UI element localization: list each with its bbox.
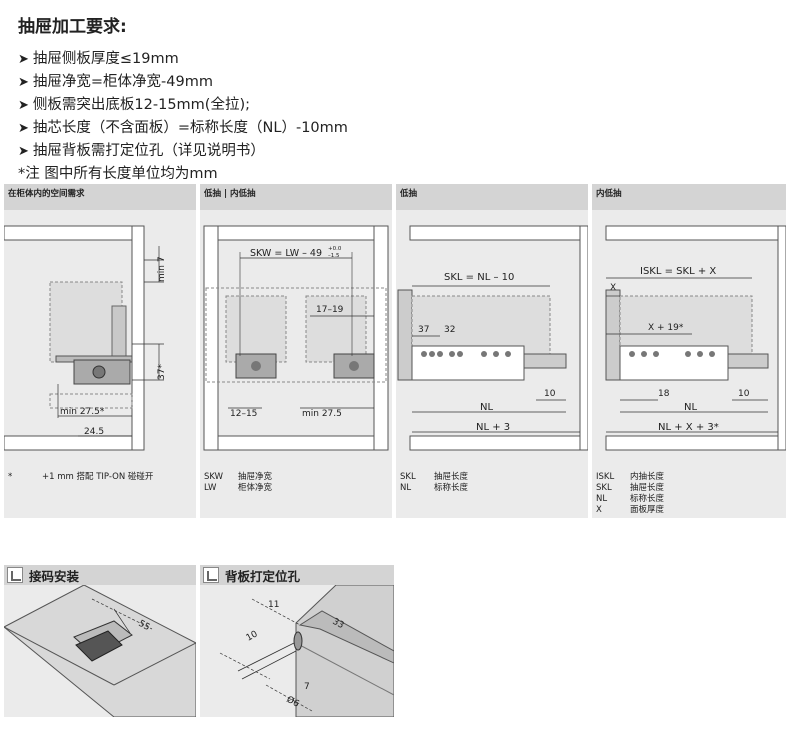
panel-inner-low-drawer: 内低抽 ISKL = SKL + X X X + 19* 18 10 NL NL… xyxy=(592,184,786,518)
dim-33: 33 xyxy=(331,617,346,631)
section-title-back-panel-holes: 背板打定位孔 xyxy=(200,565,394,585)
dim-skl: SKL = NL – 10 xyxy=(444,272,514,283)
dim-11: 11 xyxy=(268,600,279,610)
dim-x19: X + 19* xyxy=(648,323,684,333)
requirement-text: 侧板需突出底板12-15mm(全拉); xyxy=(32,97,250,113)
section-title-bracket-install: 接码安装 xyxy=(4,565,196,585)
dim-min275: min 27.5 xyxy=(302,409,342,419)
requirements-title: 抽屉加工要求: xyxy=(18,17,127,37)
panel-legend: *+1 mm 搭配 TIP-ON 碰碰开 xyxy=(8,472,154,482)
requirements-list: ➤抽屉侧板厚度≤19mm ➤抽屉净宽=柜体净宽-49mm ➤侧板需突出底板12-… xyxy=(18,48,348,186)
dim-1215: 12–15 xyxy=(230,409,257,419)
dim-10: 10 xyxy=(738,389,750,399)
dim-nl3: NL + 3 xyxy=(476,422,510,433)
dim-37: 37 xyxy=(418,325,429,335)
dim-iskl: ISKL = SKL + X xyxy=(640,266,716,277)
dim-245: 24.5 xyxy=(84,427,104,437)
arrow-icon: ➤ xyxy=(18,52,29,67)
dim-tol-plus: +0.0 xyxy=(328,246,342,252)
dim-10: 10 xyxy=(544,389,556,399)
dim-7: 7 xyxy=(304,682,310,692)
back-panel-holes-diagram: 11 10 33 7 Ø6 xyxy=(219,585,394,717)
dim-nl: NL xyxy=(480,402,493,413)
low-drawer-length-diagram: SKL = NL – 10 37 32 10 NL NL + 3 xyxy=(397,225,588,451)
dim-min275: min 27.5* xyxy=(60,407,105,417)
requirement-text: 抽屉背板需打定位孔（详见说明书） xyxy=(32,143,265,159)
arrow-icon: ➤ xyxy=(18,144,29,159)
dim-55: 55 xyxy=(137,619,152,633)
requirement-item: ➤抽屉净宽=柜体净宽-49mm xyxy=(18,71,348,94)
section-icon xyxy=(203,567,219,583)
requirement-item: ➤抽屉侧板厚度≤19mm xyxy=(18,48,348,71)
dim-tol-minus: –1.5 xyxy=(328,253,340,259)
dim-1719: 17–19 xyxy=(316,305,344,315)
panel-cabinet-space: 在柜体内的空间需求 min 7 37* min 27.5* 24.5 *+1 m… xyxy=(4,184,196,518)
panel-title: 内低抽 xyxy=(592,184,786,210)
panel-title: 在柜体内的空间需求 xyxy=(4,184,196,210)
panel-bracket-install: 55 xyxy=(4,585,196,717)
dim-x: X xyxy=(610,283,616,293)
dim-nlx3: NL + X + 3* xyxy=(658,422,719,433)
low-drawer-width-diagram: SKW = LW – 49 +0.0 –1.5 17–19 12–15 min … xyxy=(203,225,389,451)
requirement-text: 抽屉净宽=柜体净宽-49mm xyxy=(32,74,213,90)
dim-6: Ø6 xyxy=(285,694,302,710)
dim-32: 32 xyxy=(444,325,455,335)
requirement-item: ➤抽芯长度（不含面板）=标称长度（NL）-10mm xyxy=(18,117,348,140)
arrow-icon: ➤ xyxy=(18,121,29,136)
panel-low-drawer-width: 低抽 | 内低抽 SKW = LW – 49 +0.0 –1.5 17–19 1… xyxy=(200,184,392,518)
arrow-icon: ➤ xyxy=(18,75,29,90)
dim-18: 18 xyxy=(658,389,670,399)
arrow-icon: ➤ xyxy=(18,98,29,113)
panel-title: 低抽 | 内低抽 xyxy=(200,184,392,210)
requirement-note: *注 图中所有长度单位均为mm xyxy=(18,166,218,182)
requirement-text: 抽芯长度（不含面板）=标称长度（NL）-10mm xyxy=(32,120,348,136)
dim-skw: SKW = LW – 49 xyxy=(250,248,322,259)
bracket-install-diagram: 55 xyxy=(4,585,196,717)
dim-min7: min 7 xyxy=(157,256,167,282)
dim-37: 37* xyxy=(157,364,167,380)
requirement-item: ➤抽屉背板需打定位孔（详见说明书） xyxy=(18,140,348,163)
requirement-text: 抽屉侧板厚度≤19mm xyxy=(32,51,179,67)
cabinet-space-diagram: min 7 37* min 27.5* 24.5 xyxy=(4,225,167,451)
inner-low-drawer-diagram: ISKL = SKL + X X X + 19* 18 10 NL NL + X… xyxy=(605,225,786,451)
dim-nl: NL xyxy=(684,402,697,413)
panel-back-panel-holes: 11 10 33 7 Ø6 xyxy=(200,585,394,717)
section-icon xyxy=(7,567,23,583)
panel-title: 低抽 xyxy=(396,184,588,210)
requirement-item: ➤侧板需突出底板12-15mm(全拉); xyxy=(18,94,348,117)
dim-10: 10 xyxy=(245,629,260,643)
